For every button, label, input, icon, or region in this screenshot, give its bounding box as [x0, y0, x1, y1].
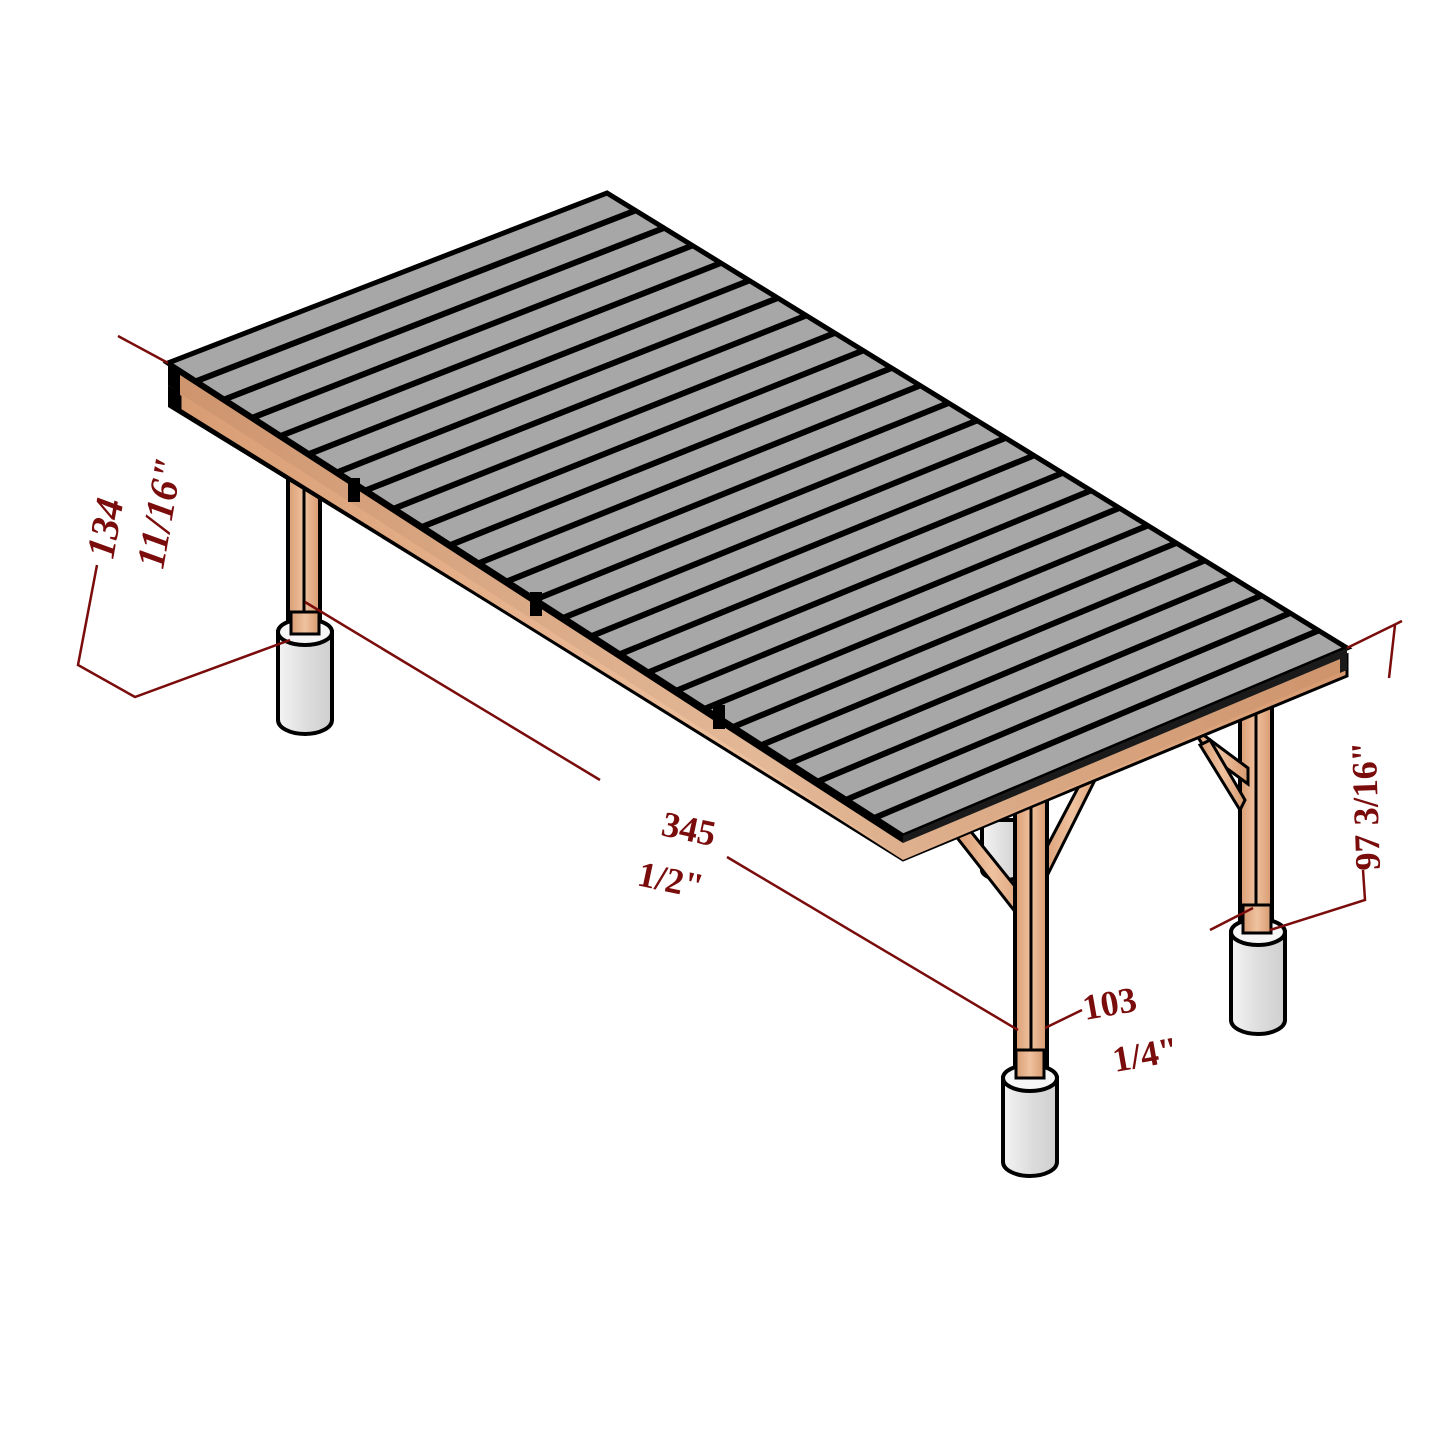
- plank-gap: [619, 470, 1064, 657]
- footing-back-left: [276, 610, 334, 736]
- plank-gap: [449, 365, 893, 548]
- plank-gap: [703, 522, 1149, 712]
- svg-text:134: 134: [78, 495, 133, 562]
- plank-gap: [279, 260, 722, 439]
- svg-text:103: 103: [1079, 979, 1139, 1028]
- post-front-right: [1188, 688, 1274, 932]
- plank-gap: [506, 400, 950, 585]
- roof-plank-gaps: [195, 207, 1320, 821]
- dimension-height-back: 134 11/16": [78, 454, 192, 571]
- footing-front-left: [1001, 1048, 1059, 1178]
- plank-gap: [336, 295, 779, 475]
- dimension-length: 345 1/2": [634, 804, 719, 907]
- plank-gap: [760, 557, 1206, 748]
- svg-text:97 3/16": 97 3/16": [1344, 741, 1388, 871]
- dimension-height-front: 97 3/16": [1344, 741, 1388, 871]
- svg-text:345: 345: [658, 804, 719, 854]
- plank-gap: [421, 347, 865, 530]
- footing-front-right: [1229, 903, 1287, 1036]
- plank-gap: [817, 592, 1263, 785]
- plank-gap: [393, 330, 836, 512]
- dimension-lines: [76, 334, 1403, 1032]
- svg-text:1/2": 1/2": [634, 854, 707, 907]
- plank-gap: [788, 575, 1235, 766]
- beam-joints: [348, 478, 725, 729]
- svg-text:11/16": 11/16": [128, 454, 192, 571]
- plank-gap: [732, 540, 1178, 730]
- plank-gap: [223, 225, 666, 403]
- svg-text:1/4": 1/4": [1109, 1029, 1181, 1080]
- plank-gap: [873, 627, 1320, 821]
- dimension-width: 103 1/4": [1079, 979, 1181, 1080]
- plank-gap: [308, 277, 751, 457]
- plank-gap: [647, 487, 1092, 676]
- plank-gap: [534, 417, 979, 603]
- roof-deck: [162, 190, 1353, 860]
- plank-gap: [364, 312, 808, 494]
- plank-gap: [590, 452, 1036, 639]
- plank-gap: [675, 505, 1121, 694]
- plank-gap: [845, 610, 1292, 803]
- plank-gap: [251, 242, 694, 421]
- plank-gap: [195, 207, 637, 384]
- plank-gap: [477, 382, 922, 566]
- plank-gap: [562, 435, 1007, 621]
- post-front-left: [953, 757, 1108, 1077]
